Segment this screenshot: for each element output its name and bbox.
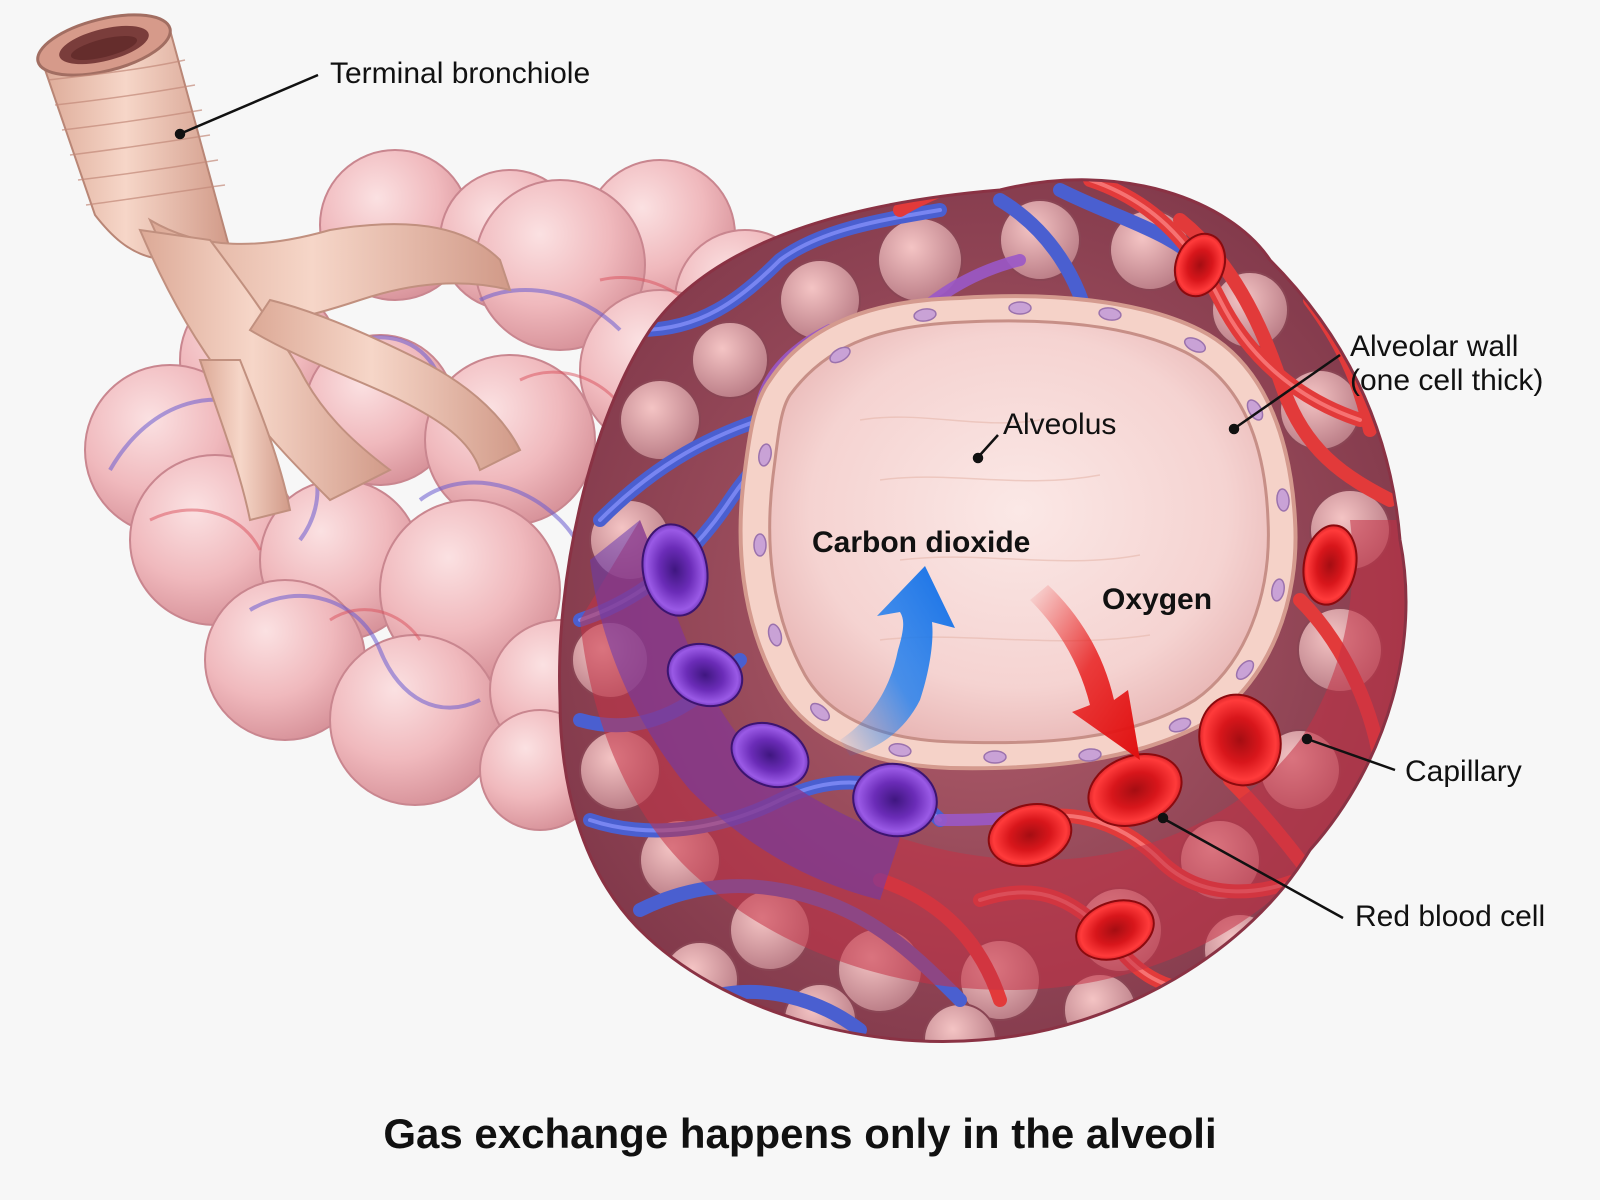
oxygen-arrow [1030, 585, 1140, 760]
red-blood-cell-label: Red blood cell [1355, 900, 1546, 933]
alveolar-wall-label-line1: Alveolar wall [1350, 330, 1519, 363]
alveolar-wall-label: Alveolar wall (one cell thick) [1350, 330, 1543, 397]
oxygenated-cells [987, 232, 1358, 961]
alveolus-cross-section [738, 294, 1298, 771]
terminal-bronchiole-label: Terminal bronchiole [330, 57, 591, 90]
red-blood-cells [641, 232, 1358, 961]
terminal-bronchiole [36, 13, 522, 522]
carbon-dioxide-arrow [840, 566, 955, 756]
oxygen-label: Oxygen [1102, 583, 1213, 616]
leader-lines [174, 73, 1396, 920]
alveolus-label: Alveolus [1003, 408, 1117, 441]
alveolar-wall-label-line2: (one cell thick) [1350, 363, 1544, 397]
capillary-label: Capillary [1405, 755, 1522, 788]
diagram-caption: Gas exchange happens only in the alveoli [383, 1110, 1217, 1157]
deoxygenated-cells [641, 523, 938, 838]
carbon-dioxide-label: Carbon dioxide [812, 526, 1031, 559]
